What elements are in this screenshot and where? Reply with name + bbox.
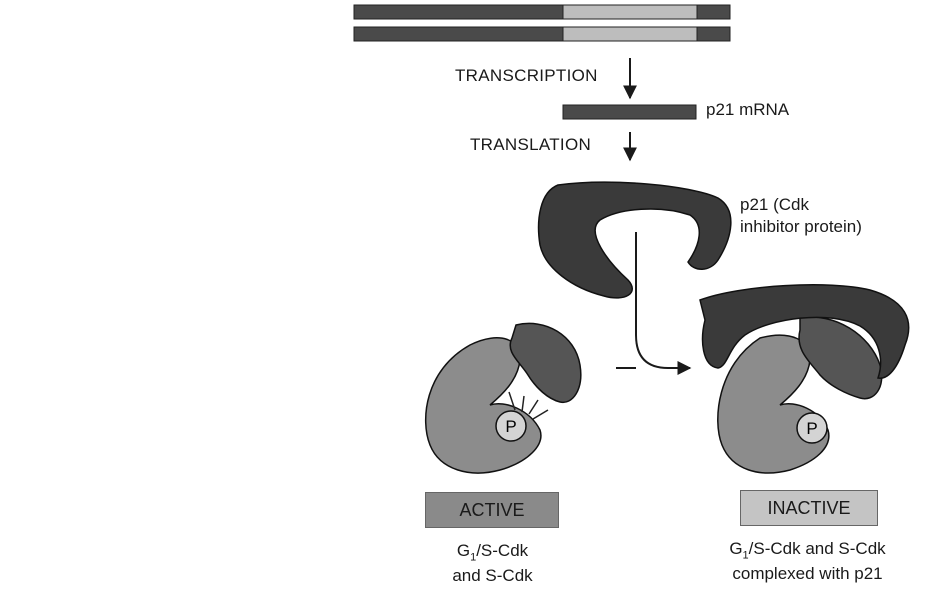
p21-protein-shape: [537, 181, 732, 299]
inactive-status-box: INACTIVE: [740, 490, 878, 526]
inactive-caption-line2: complexed with p21: [732, 564, 883, 584]
translation-label: TRANSLATION: [470, 135, 592, 154]
dna-gene: [353, 4, 731, 42]
inactive-cdk-complex: P: [699, 284, 910, 474]
active-caption-line2: and S-Cdk: [452, 566, 533, 586]
active-status-box: ACTIVE: [425, 492, 559, 528]
inactive-phosphate-label: P: [806, 419, 817, 438]
inactive-p21-wrap: [699, 284, 910, 379]
active-caption-line1: G1/S-Cdk: [456, 541, 529, 564]
transcription-label: TRANSCRIPTION: [455, 66, 598, 85]
dna-gene-region-top: [562, 4, 698, 20]
active-caption: G1/S-Cdk and S-Cdk: [420, 540, 565, 586]
active-phosphate-circle: [495, 410, 527, 442]
dna-gene-region-bottom: [562, 26, 698, 42]
inhibition-arrow: [635, 232, 692, 375]
inactive-phosphate-circle: [796, 412, 828, 444]
mrna-label: p21 mRNA: [706, 100, 790, 119]
p21-mrna-bar: [562, 104, 697, 120]
inactive-caption: G1/S-Cdk and S-Cdk complexed with p21: [690, 538, 925, 584]
active-cyclin-subunit: [509, 322, 582, 404]
inactive-caption-line1: G1/S-Cdk and S-Cdk: [729, 539, 886, 562]
active-phosphate-label: P: [505, 417, 516, 436]
inactive-cyclin-subunit: [798, 316, 883, 400]
active-cdk-complex: P: [424, 322, 582, 474]
active-activation-lines: [508, 391, 549, 420]
p21-protein-label-line1: p21 (Cdk: [740, 195, 809, 214]
p21-protein-label-line2: inhibitor protein): [740, 217, 862, 236]
